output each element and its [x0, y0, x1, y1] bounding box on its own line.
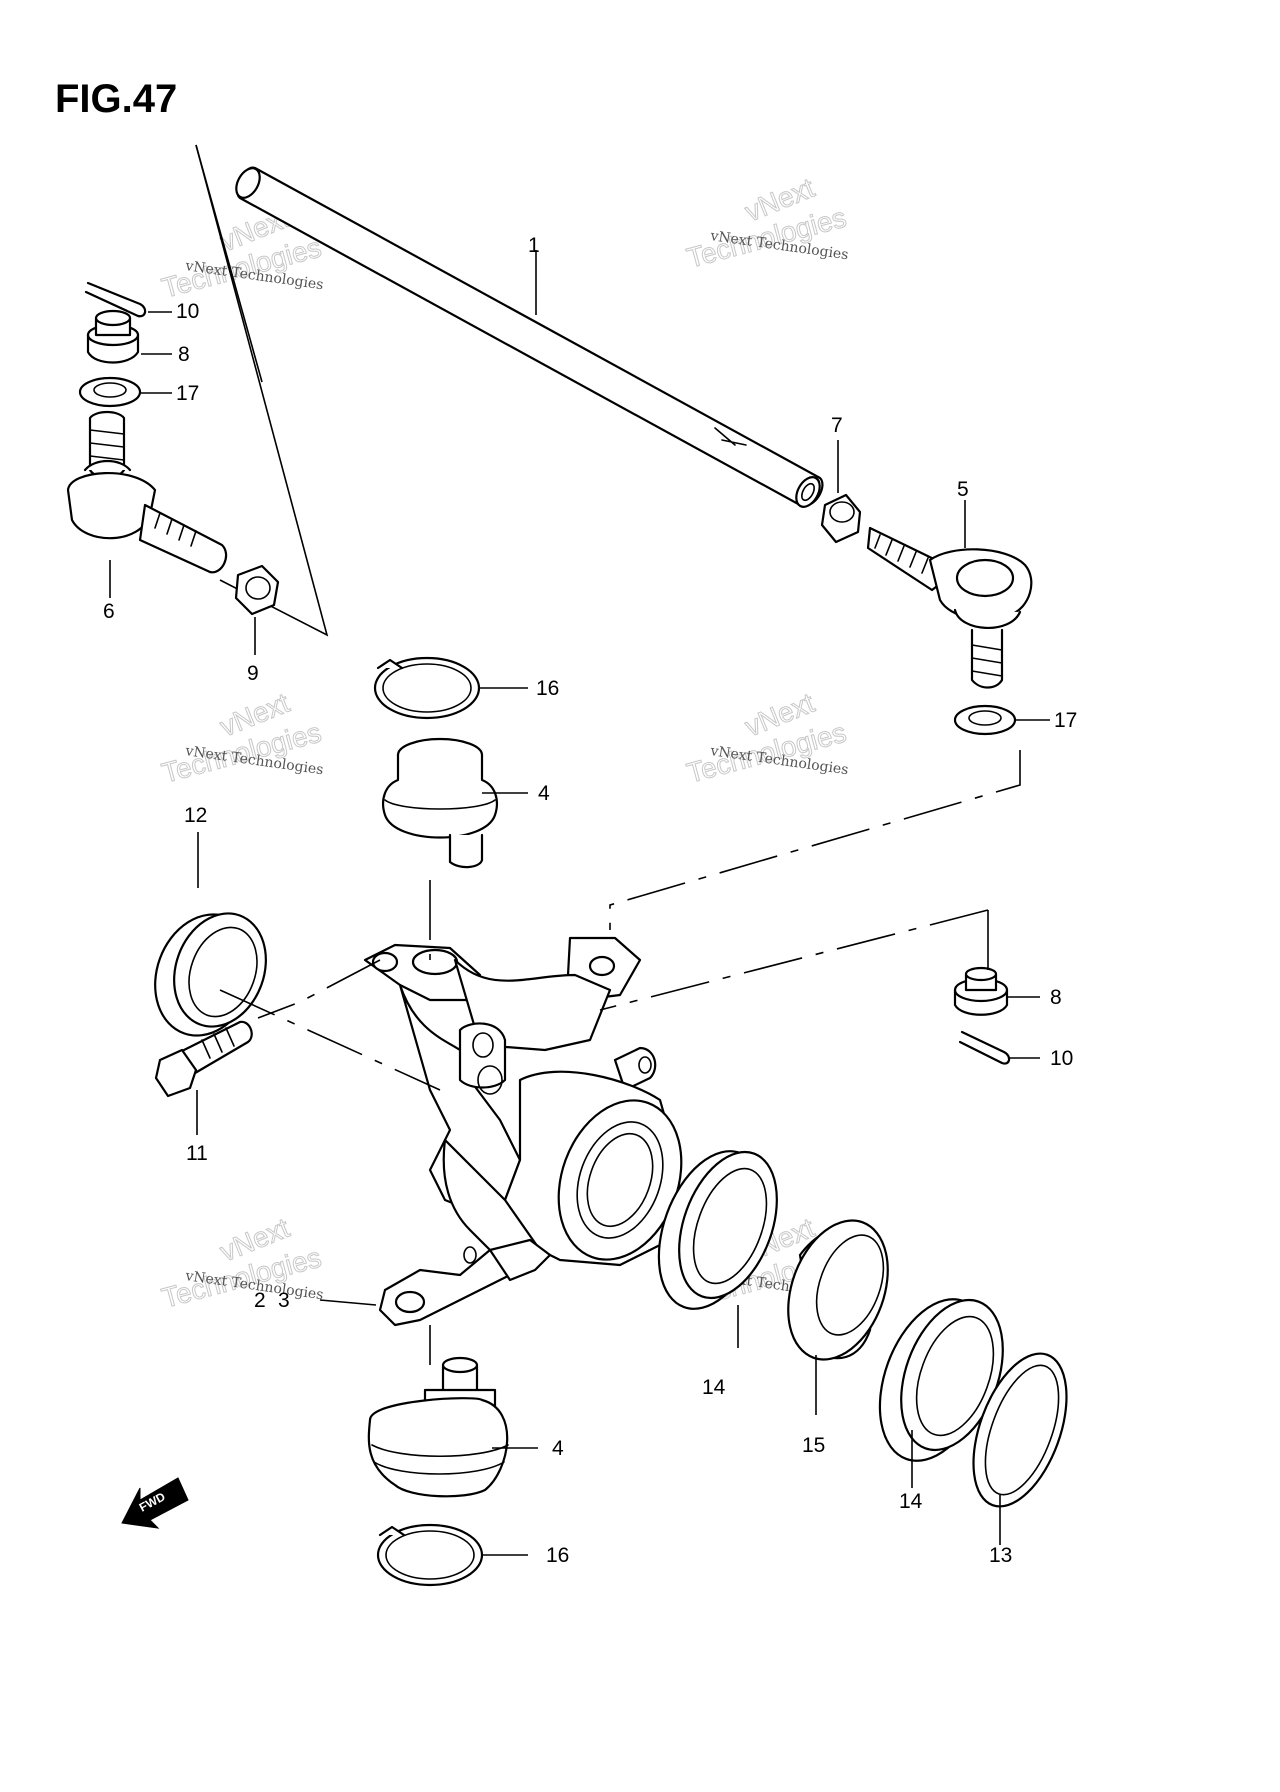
callout-7: 7 [831, 414, 843, 437]
steering-knuckle [363, 936, 683, 1327]
ball-joint-upper [381, 737, 499, 869]
watermark: vNext Technologies vNext Technologies [158, 686, 325, 789]
oil-seal-middle [657, 1150, 778, 1310]
callout-17-left: 17 [176, 382, 199, 405]
cotter-pin-right [958, 1030, 1011, 1065]
callout-10-right: 10 [1050, 1047, 1073, 1070]
callout-15: 15 [802, 1434, 825, 1457]
callout-4-upper: 4 [538, 782, 550, 805]
castle-nut-left [86, 309, 140, 364]
assembly-lines [219, 750, 1021, 1365]
callout-2: 2 [254, 1289, 266, 1312]
callout-16-upper: 16 [536, 677, 559, 700]
bolt-part-11 [154, 1020, 253, 1098]
callout-1: 1 [528, 234, 540, 257]
snap-ring-upper [373, 656, 481, 720]
callout-16-lower: 16 [546, 1544, 569, 1567]
forward-arrow-icon: FWD [121, 1477, 189, 1529]
leader-lines [109, 250, 1050, 1556]
assembly-bracket-line [195, 144, 263, 383]
oil-seal-right [878, 1298, 1004, 1462]
watermark: vNext Technologies vNext Technologies [683, 686, 850, 789]
callout-10-left: 10 [176, 300, 199, 323]
figure-title: FIG.47 [55, 77, 177, 121]
castle-nut-right [953, 966, 1009, 1016]
tie-rod-end-right [866, 526, 1033, 689]
callout-labels: 1 10 8 17 6 9 7 5 17 16 4 12 8 10 11 2 3… [103, 234, 1077, 1567]
washer-right [953, 704, 1017, 736]
watermark: vNext Technologies vNext Technologies [683, 171, 850, 274]
wheel-bearing [787, 1219, 889, 1361]
callout-9: 9 [247, 662, 259, 685]
tie-rod-end-left [66, 410, 228, 574]
callout-12: 12 [184, 804, 207, 827]
nut-part-7 [820, 493, 862, 544]
ball-joint-lower [367, 1356, 509, 1498]
callout-8-right: 8 [1050, 986, 1062, 1009]
callout-4-lower: 4 [552, 1437, 564, 1460]
callout-11: 11 [186, 1142, 208, 1165]
callout-17-right: 17 [1054, 709, 1077, 732]
watermark: vNext Technologies vNext Technologies [158, 1211, 325, 1314]
oil-seal-left [154, 912, 267, 1037]
callout-5: 5 [957, 478, 969, 501]
callout-14-left: 14 [702, 1376, 726, 1399]
tie-rod [235, 166, 824, 508]
callout-13: 13 [989, 1544, 1012, 1567]
cotter-pin-left [84, 281, 147, 318]
callout-6: 6 [103, 600, 115, 623]
callout-8-left: 8 [178, 343, 190, 366]
washer-left [78, 376, 142, 408]
snap-ring-lower [376, 1523, 484, 1587]
callout-3: 3 [278, 1289, 290, 1312]
callout-14-right: 14 [899, 1490, 923, 1513]
shim-ring [972, 1352, 1068, 1508]
nut-part-9 [234, 564, 280, 616]
